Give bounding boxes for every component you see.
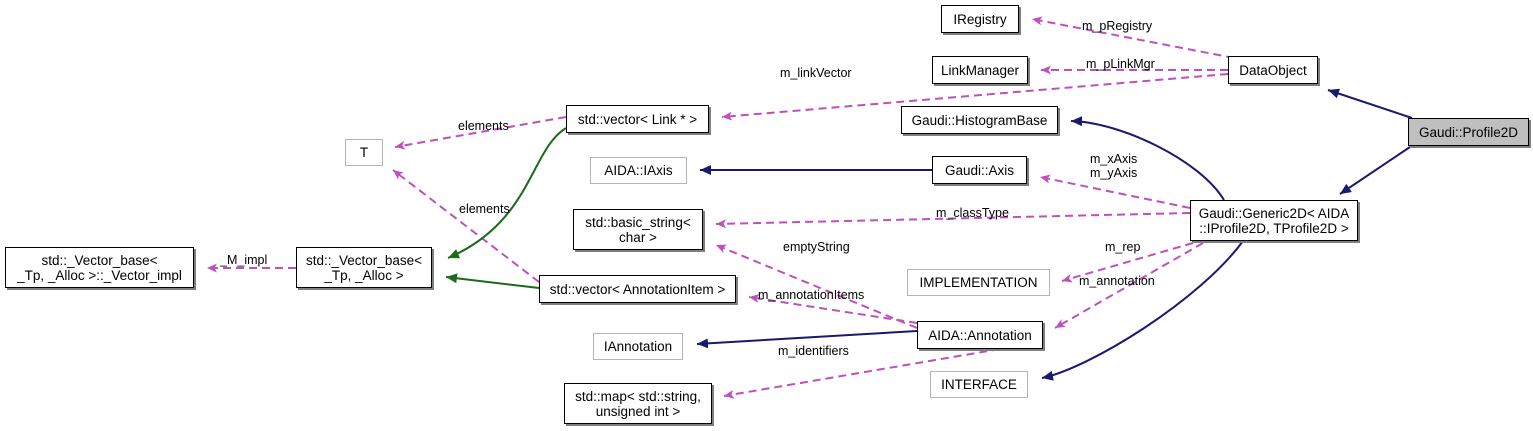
edge-label-m_classType: m_classType: [936, 206, 1009, 220]
edge-label-m_identifiers: m_identifiers: [778, 344, 849, 358]
node-iannotation[interactable]: IAnnotation: [593, 333, 683, 360]
edge-inherit-dataobject: [1327, 88, 1413, 119]
node-t[interactable]: T: [345, 139, 383, 166]
edge-label-elements-mid: elements: [459, 202, 510, 216]
node-std-map-string-uint[interactable]: std::map< std::string, unsigned int >: [564, 383, 712, 424]
node-std-vector-link[interactable]: std::vector< Link * >: [566, 105, 709, 133]
edge-m_xAxis-m_yAxis: [1039, 174, 1191, 209]
edge-label-m_rep: m_rep: [1105, 240, 1141, 254]
edge-template-vectorlink: [447, 127, 567, 259]
node-gaudi-profile2d[interactable]: Gaudi::Profile2D: [1408, 118, 1529, 146]
node-aida-annotation[interactable]: AIDA::Annotation: [917, 321, 1043, 349]
edge-inherit-iannotation: [696, 330, 918, 349]
node-dataobject[interactable]: DataObject: [1228, 56, 1318, 84]
node-std-vector-annotationitem[interactable]: std::vector< AnnotationItem >: [539, 275, 736, 303]
node-aida-iaxis[interactable]: AIDA::IAxis: [590, 157, 687, 184]
edge-inherit-generic2d: [1339, 146, 1411, 195]
edge-label-emptyString: emptyString: [783, 240, 850, 254]
node-interface[interactable]: INTERFACE: [930, 371, 1028, 398]
edge-label-m_xAxis-m_yAxis: m_xAxis m_yAxis: [1090, 152, 1138, 180]
node-iregistry[interactable]: IRegistry: [941, 5, 1019, 33]
edge-inherit-interface: [1041, 240, 1244, 381]
node-gaudi-histogrambase[interactable]: Gaudi::HistogramBase: [901, 106, 1058, 134]
node-implementation[interactable]: IMPLEMENTATION: [907, 269, 1050, 296]
node-gaudi-axis[interactable]: Gaudi::Axis: [932, 156, 1027, 184]
node-std-basic-string[interactable]: std::basic_string< char >: [573, 209, 703, 250]
edge-label-m_annotation: m_annotation: [1079, 274, 1155, 288]
edge-label-m_linkVector: m_linkVector: [780, 66, 852, 80]
node-gaudi-generic2d[interactable]: Gaudi::Generic2D< AIDA ::IProfile2D, TPr…: [1190, 200, 1358, 241]
edge-label-elements-top: elements: [458, 119, 509, 133]
node-linkmanager[interactable]: LinkManager: [932, 56, 1028, 84]
edge-template-vectorannot: [445, 273, 540, 289]
node-std-vector-base[interactable]: std::_Vector_base< _Tp, _Alloc >: [296, 247, 432, 288]
node-std-vector-base-impl[interactable]: std::_Vector_base< _Tp, _Alloc >::_Vecto…: [5, 247, 194, 288]
edge-label-m_pLinkMgr: m_pLinkMgr: [1086, 57, 1155, 71]
edge-label-m_annotationItems: m_annotationItems: [758, 288, 865, 302]
edge-label-_M_impl: _M_impl: [220, 253, 268, 267]
edge-label-m_pRegistry: m_pRegistry: [1082, 19, 1153, 33]
edge-emptyString: [715, 244, 918, 329]
